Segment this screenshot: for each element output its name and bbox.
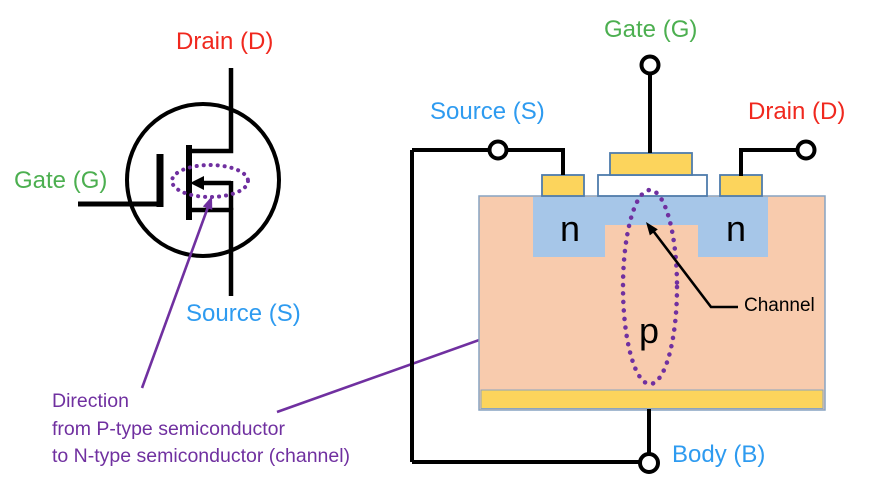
channel-pointer-line bbox=[649, 227, 738, 309]
body-terminal bbox=[638, 452, 660, 474]
body-bottom-contact bbox=[480, 389, 824, 409]
p-region-dotted-ellipse bbox=[620, 187, 680, 387]
gate-terminal bbox=[639, 54, 661, 76]
symbol-drain-label: Drain (D) bbox=[176, 28, 274, 55]
direction-annotation-line3: to N-type semiconductor (channel) bbox=[52, 445, 351, 467]
drain-wire bbox=[739, 148, 797, 176]
symbol-gate-label: Gate (G) bbox=[14, 167, 108, 194]
symbol-body-arrowhead bbox=[190, 176, 204, 190]
gate-oxide bbox=[597, 174, 708, 197]
cross-section-drain-label: Drain (D) bbox=[748, 98, 846, 125]
channel-pointer-arrowhead bbox=[646, 222, 658, 236]
annotation-arrowhead-symbol bbox=[202, 196, 213, 210]
drain-contact bbox=[719, 174, 763, 197]
channel-label: Channel bbox=[744, 295, 815, 316]
drain-terminal bbox=[795, 139, 817, 161]
cross-section-gate-label: Gate (G) bbox=[604, 16, 698, 43]
source-contact bbox=[541, 174, 585, 197]
symbol-drain-lead bbox=[188, 68, 234, 154]
source-terminal bbox=[487, 139, 509, 161]
n-region-left-label: n bbox=[559, 208, 581, 250]
symbol-source-label: Source (S) bbox=[186, 300, 301, 327]
cross-section-source-label: Source (S) bbox=[430, 98, 545, 125]
direction-annotation: Direction from P-type semiconductor to N… bbox=[52, 388, 350, 471]
n-region-right-label: n bbox=[725, 208, 747, 250]
p-region-label: p bbox=[638, 310, 660, 352]
symbol-circle bbox=[125, 102, 281, 258]
direction-annotation-line1: Direction bbox=[52, 390, 129, 412]
annotation-arrow-to-symbol bbox=[140, 206, 210, 389]
n-regions-and-channel bbox=[533, 197, 768, 257]
gate-contact bbox=[609, 152, 693, 176]
cross-section-body-label: Body (B) bbox=[672, 441, 766, 468]
symbol-channel-dotted-ellipse bbox=[170, 163, 250, 199]
direction-annotation-line2: from P-type semiconductor bbox=[52, 417, 286, 440]
source-wire bbox=[412, 148, 565, 175]
